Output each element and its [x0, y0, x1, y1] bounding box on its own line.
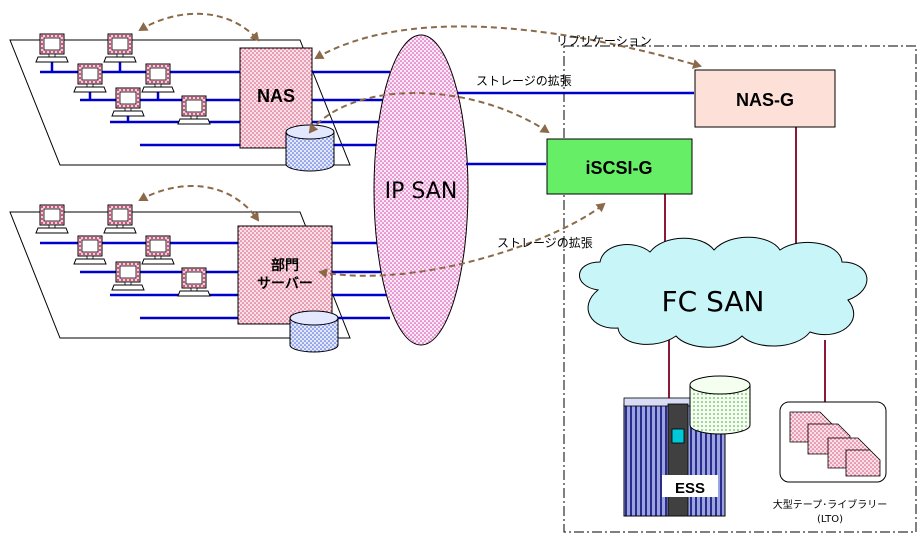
pc-icon: [74, 64, 106, 92]
pc-icon: [142, 236, 174, 264]
department-server-label-line1: 部門: [271, 257, 299, 273]
pc-icon: [178, 268, 210, 296]
pc-icon: [36, 205, 68, 233]
pc-icon: [112, 88, 144, 116]
nas-g-label: NAS-G: [736, 90, 794, 110]
department-disk-icon: [290, 311, 338, 352]
pc-icon: [112, 262, 144, 290]
ess-label: ESS: [675, 480, 705, 497]
fc-san-label: FC SAN: [662, 285, 765, 318]
nas-gateway[interactable]: NAS-G: [695, 70, 835, 127]
nas-label: NAS: [257, 86, 295, 106]
department-server-label-line2: サーバー: [257, 275, 313, 291]
pc-icon: [178, 96, 210, 124]
replication-label: リプリケーション: [556, 34, 652, 48]
pc-icon: [104, 34, 136, 62]
storage-expansion-bottom-label: ストレージの拡張: [497, 236, 593, 250]
tape-library[interactable]: 大型テープ･ライブラリー (LTO): [773, 402, 887, 525]
iscsi-g-label: iSCSI-G: [585, 158, 652, 178]
pc-icon: [142, 64, 174, 92]
tape-library-label-line2: (LTO): [817, 514, 843, 525]
iscsi-gateway[interactable]: iSCSI-G: [547, 139, 692, 194]
tape-library-label-line1: 大型テープ･ライブラリー: [773, 498, 887, 511]
ip-san-network[interactable]: IP SAN: [374, 35, 468, 345]
storage-expansion-top-label: ストレージの拡張: [476, 74, 572, 88]
department-server[interactable]: 部門 サーバー: [238, 226, 332, 324]
fc-san-cloud[interactable]: FC SAN: [579, 237, 866, 347]
pc-icon: [36, 34, 68, 62]
pc-icon: [74, 236, 106, 264]
pc-icon: [104, 205, 136, 233]
ess-storage[interactable]: ESS: [624, 376, 750, 516]
ip-san-label: IP SAN: [385, 179, 458, 204]
